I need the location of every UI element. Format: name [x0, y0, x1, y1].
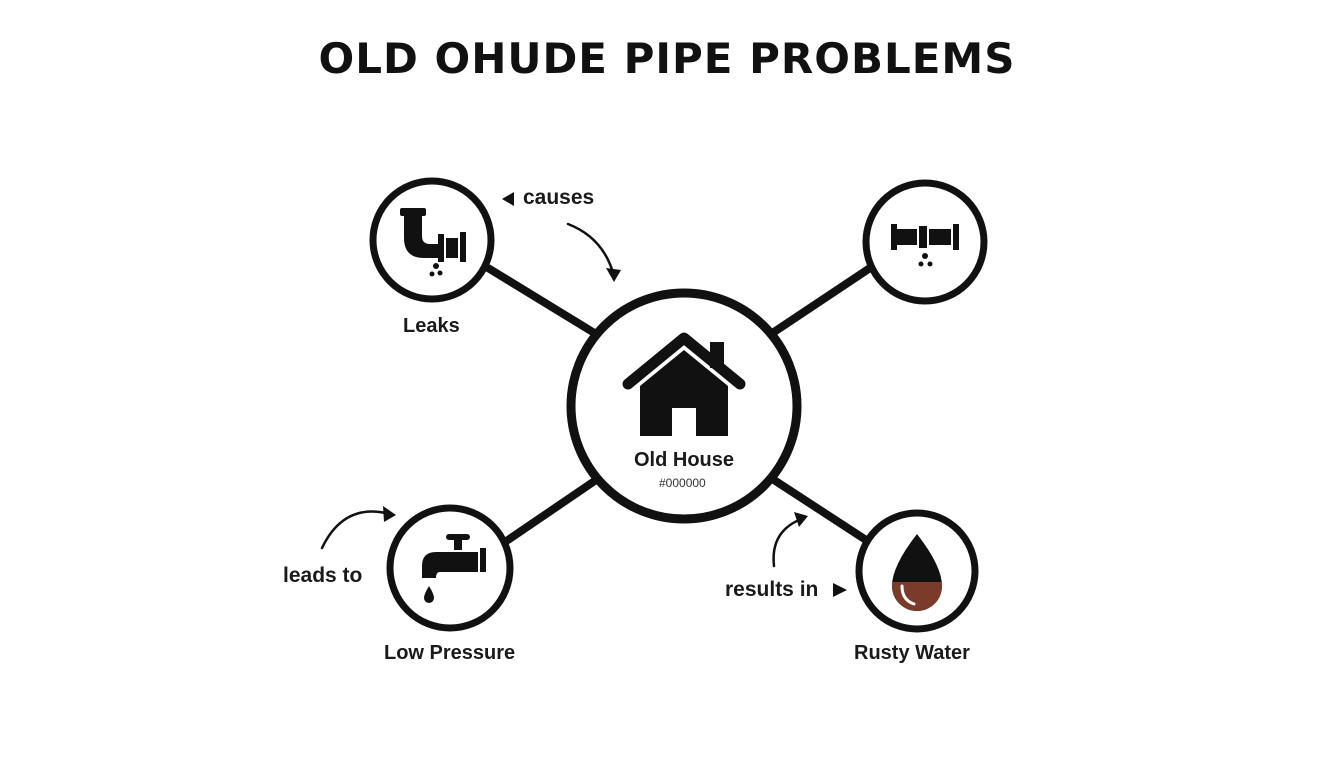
leaks-label: Leaks — [403, 315, 460, 337]
results-in-label: results in — [725, 578, 819, 601]
leaks-node — [369, 177, 495, 303]
connector-low-pressure — [504, 476, 600, 544]
connector-rusty-water — [770, 476, 870, 544]
leaking-pipe-joint-icon — [891, 224, 959, 267]
connector-leaks — [484, 264, 600, 338]
faucet-icon — [422, 534, 486, 603]
results-in-arrowhead — [794, 512, 808, 527]
causes-pointer-icon — [502, 192, 514, 206]
low-pressure-label: Low Pressure — [384, 642, 516, 664]
leads-to-arrowhead — [383, 506, 396, 522]
causes-arrowhead — [606, 268, 621, 282]
dripping-pipe-icon — [400, 208, 466, 277]
leads-to-label: leads to — [283, 564, 363, 587]
results-in-pointer-icon — [833, 583, 847, 597]
leads-to-arrow — [320, 510, 392, 550]
center-label: Old House — [634, 449, 735, 471]
page-title: OLD OHUDE PIPE PROBLEMS — [318, 34, 1016, 83]
house-icon — [622, 332, 746, 436]
causes-label: causes — [523, 186, 595, 209]
center-sublabel: #000000 — [659, 476, 706, 490]
rusty-water-label: Rusty Water — [854, 642, 970, 664]
connector-unlabeled — [770, 264, 874, 336]
